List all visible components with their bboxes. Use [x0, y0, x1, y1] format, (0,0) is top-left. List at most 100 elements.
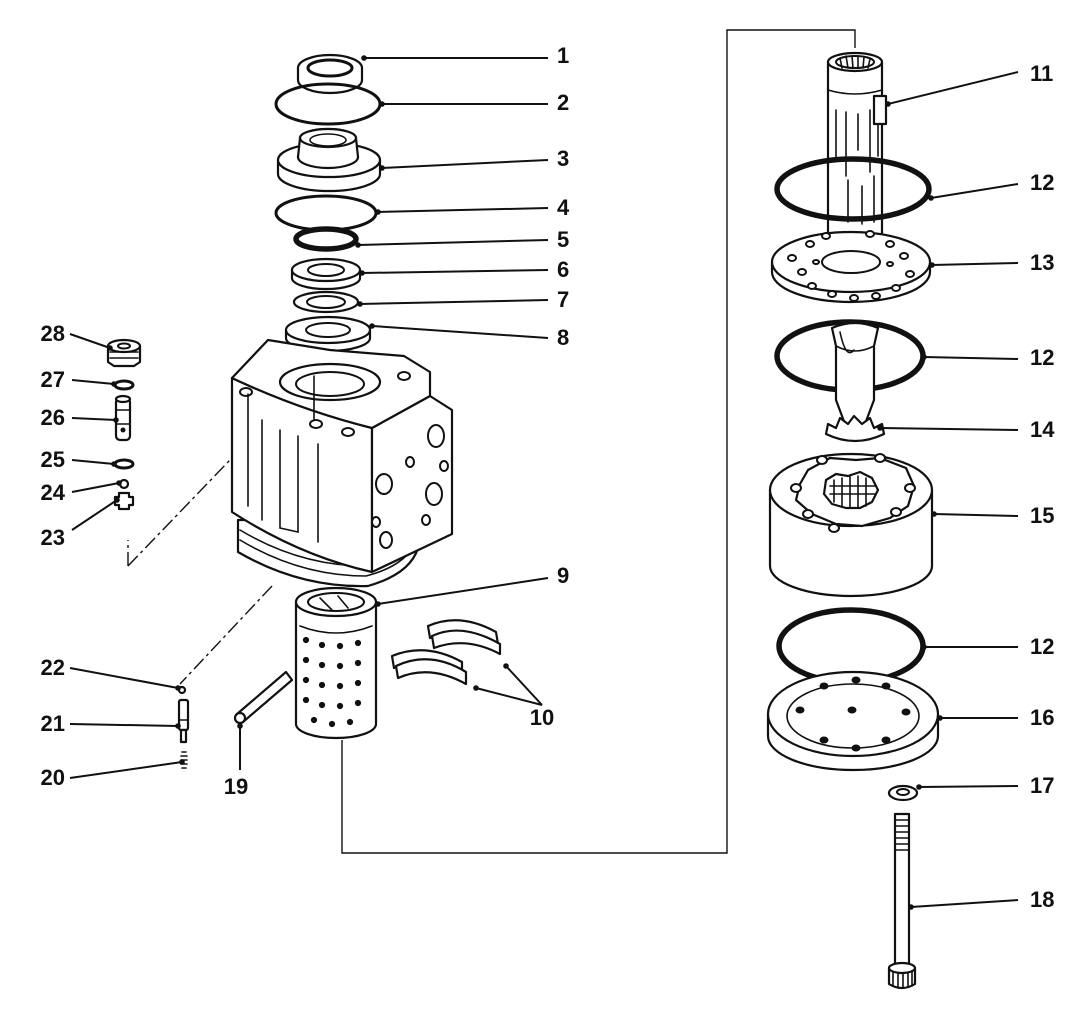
leader-dot [928, 195, 934, 201]
callout-number: 3 [557, 146, 569, 171]
callout-22: 22 [41, 655, 181, 691]
callout-8: 8 [369, 323, 569, 350]
part-27-o-ring [113, 379, 135, 391]
callout-28: 28 [41, 321, 113, 351]
callout-9: 9 [375, 563, 569, 607]
leader-dot [375, 209, 381, 215]
leader-dot [237, 723, 243, 729]
callout-number: 25 [41, 447, 65, 472]
leader-dot [359, 270, 365, 276]
callout-14: 14 [877, 417, 1055, 442]
leader-line [357, 239, 549, 246]
leader-dot [107, 345, 113, 351]
leader-line [69, 333, 111, 349]
callout-number: 22 [41, 655, 65, 680]
callout-5: 5 [355, 227, 569, 252]
callout-3: 3 [379, 146, 569, 171]
part-19-pin [233, 670, 294, 725]
callout-number: 20 [41, 765, 65, 790]
leader-line [381, 159, 549, 169]
leader-dot [357, 301, 363, 307]
leader-dot [885, 101, 891, 107]
callout-16: 16 [937, 705, 1054, 730]
callout-number: 17 [1030, 773, 1054, 798]
part-17-seal-washer [887, 784, 919, 802]
leader-dot [175, 723, 181, 729]
callouts-layer: 1234567891011121312141512161718192021222… [41, 43, 1056, 912]
leader-dot [921, 354, 927, 360]
part-16-end-cap [766, 670, 940, 772]
leader-line [71, 482, 120, 493]
part-26-relief-valve [114, 394, 132, 442]
leader-dot [937, 715, 943, 721]
part-11-input-shaft [826, 51, 888, 248]
callout-number: 27 [41, 367, 65, 392]
callout-number: 14 [1030, 417, 1055, 442]
callout-number: 5 [557, 227, 569, 252]
leader-dot [361, 55, 367, 61]
callout-number: 8 [557, 325, 569, 350]
part-10-centering-springs [390, 619, 502, 686]
callout-19: 19 [224, 723, 248, 799]
callout-number: 21 [41, 711, 65, 736]
part-1-dust-seal [296, 53, 364, 95]
part-3-retainer [276, 127, 382, 193]
callout-12b: 12 [921, 345, 1054, 370]
callout-20: 20 [41, 759, 185, 790]
leader-dot [375, 601, 381, 607]
leader-line [923, 356, 1019, 360]
callout-23: 23 [41, 497, 120, 550]
part-28-plug [106, 338, 142, 368]
callout-number: 13 [1030, 250, 1054, 275]
callout-number: 16 [1030, 705, 1054, 730]
callout-number: 2 [557, 90, 569, 115]
leader-dot [503, 663, 509, 669]
callout-24: 24 [41, 480, 122, 505]
part-5-quad-ring [293, 226, 359, 252]
leader-line [377, 207, 549, 213]
callout-number: 18 [1030, 887, 1054, 912]
leader-line [69, 667, 179, 689]
callout-13: 13 [929, 250, 1054, 275]
part-18-cap-screw [887, 812, 917, 990]
plate-holes [787, 230, 915, 302]
leader-line [505, 665, 543, 706]
leader-line [879, 427, 1019, 431]
part-9-spool-sleeve [294, 586, 378, 740]
callout-4: 4 [375, 195, 570, 220]
sleeve-port-holes [302, 636, 362, 728]
leader-dot [908, 904, 914, 910]
callout-6: 6 [359, 257, 569, 282]
leader-dot [379, 165, 385, 171]
callout-27: 27 [41, 367, 117, 392]
leader-dot [113, 417, 119, 423]
callout-number: 6 [557, 257, 569, 282]
leader-line [377, 577, 549, 605]
leader-dot [929, 262, 935, 268]
callout-12a: 12 [928, 170, 1054, 201]
callout-10: 10 [473, 663, 554, 730]
callout-number: 12 [1030, 634, 1054, 659]
leader-dot [111, 381, 117, 387]
leader-line [71, 499, 118, 531]
leader-line [930, 183, 1019, 199]
part-7-thrust-bearing [292, 290, 360, 314]
part-4-o-ring [274, 194, 378, 232]
part-21-check-seat [177, 698, 190, 744]
callout-number: 15 [1030, 503, 1054, 528]
leader-dot [921, 644, 927, 650]
leader-dot [473, 685, 479, 691]
callout-7: 7 [357, 287, 569, 312]
leader-line [69, 723, 179, 727]
leader-line [933, 513, 1019, 517]
callout-number: 1 [557, 43, 569, 68]
leader-dot [916, 784, 922, 790]
callout-25: 25 [41, 447, 117, 472]
part-12-o-ring-upper [774, 156, 932, 222]
leader-line [71, 459, 115, 465]
leader-line [910, 899, 1019, 908]
callout-11: 11 [885, 61, 1053, 107]
callout-number: 9 [557, 563, 569, 588]
part-25-o-ring [113, 458, 135, 470]
